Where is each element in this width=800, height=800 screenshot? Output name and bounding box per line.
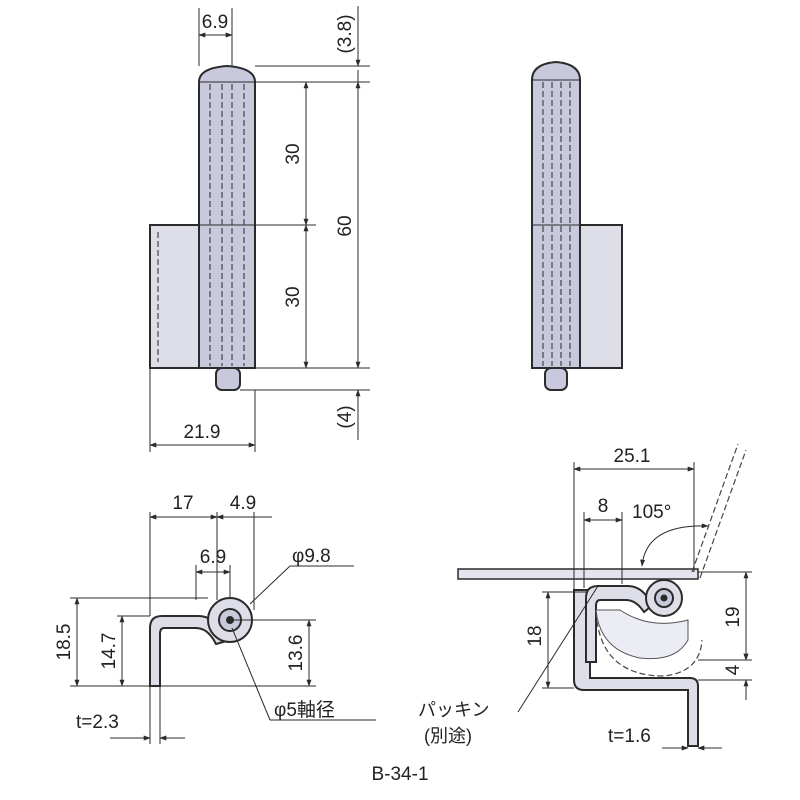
dim-front-top-clearance: (3.8)	[335, 14, 356, 53]
front-view: 6.9 30 30 60 (3.8) (4) 21.9	[149, 6, 370, 452]
gasket-label: パッキン	[418, 700, 489, 720]
dim-installed-height-18: 18	[525, 625, 546, 646]
dim-side-width-17: 17	[172, 493, 193, 514]
front-pin	[198, 64, 256, 369]
dim-installed-angle: 105°	[632, 502, 671, 523]
dim-side-knuckle-diameter: φ9.8	[292, 546, 331, 567]
dim-front-lower: 30	[283, 286, 304, 307]
side-leaf	[149, 615, 232, 687]
dim-installed-height-4: 4	[723, 664, 744, 675]
dim-side-offset-4-9: 4.9	[230, 493, 256, 514]
dim-side-height-14-7: 14.7	[99, 633, 120, 670]
rear-pin-tip	[544, 367, 568, 391]
dim-installed-height-19: 19	[723, 606, 744, 627]
dim-front-total: 60	[335, 215, 356, 236]
dim-installed-width-8: 8	[598, 496, 609, 517]
dim-side-shaft-diameter: φ5軸径	[274, 699, 335, 721]
rear-view	[531, 60, 623, 391]
door-panel	[457, 568, 699, 580]
dim-front-bottom-clearance: (4)	[335, 405, 356, 428]
dim-front-pin-width: 6.9	[202, 12, 228, 33]
gasket-label-note: (別途)	[424, 726, 472, 746]
figure-caption: B-34-1	[371, 764, 428, 785]
open-door-line-2	[699, 449, 747, 579]
installed-view: 25.1 8 105° 18 19 4 パッキン (別途) t=1.6	[418, 443, 752, 751]
front-pin-tip	[215, 367, 241, 391]
rear-pin	[531, 60, 581, 369]
dim-side-pin-width: 6.9	[200, 547, 226, 568]
dim-front-upper: 30	[283, 143, 304, 164]
open-door-line-1	[691, 443, 739, 573]
dim-side-height-13-6: 13.6	[286, 635, 307, 672]
dim-side-thickness: t=2.3	[76, 712, 119, 733]
dim-side-height-18-5: 18.5	[54, 624, 75, 661]
dim-installed-width-25-1: 25.1	[614, 446, 651, 467]
dim-installed-thickness: t=1.6	[608, 726, 651, 747]
dim-front-overall-width: 21.9	[184, 422, 221, 443]
gasket	[595, 609, 689, 660]
swing-arc	[595, 611, 703, 677]
side-view: 17 4.9 6.9 φ9.8 18.5 14.7 13.6 t=2.3	[54, 493, 376, 744]
